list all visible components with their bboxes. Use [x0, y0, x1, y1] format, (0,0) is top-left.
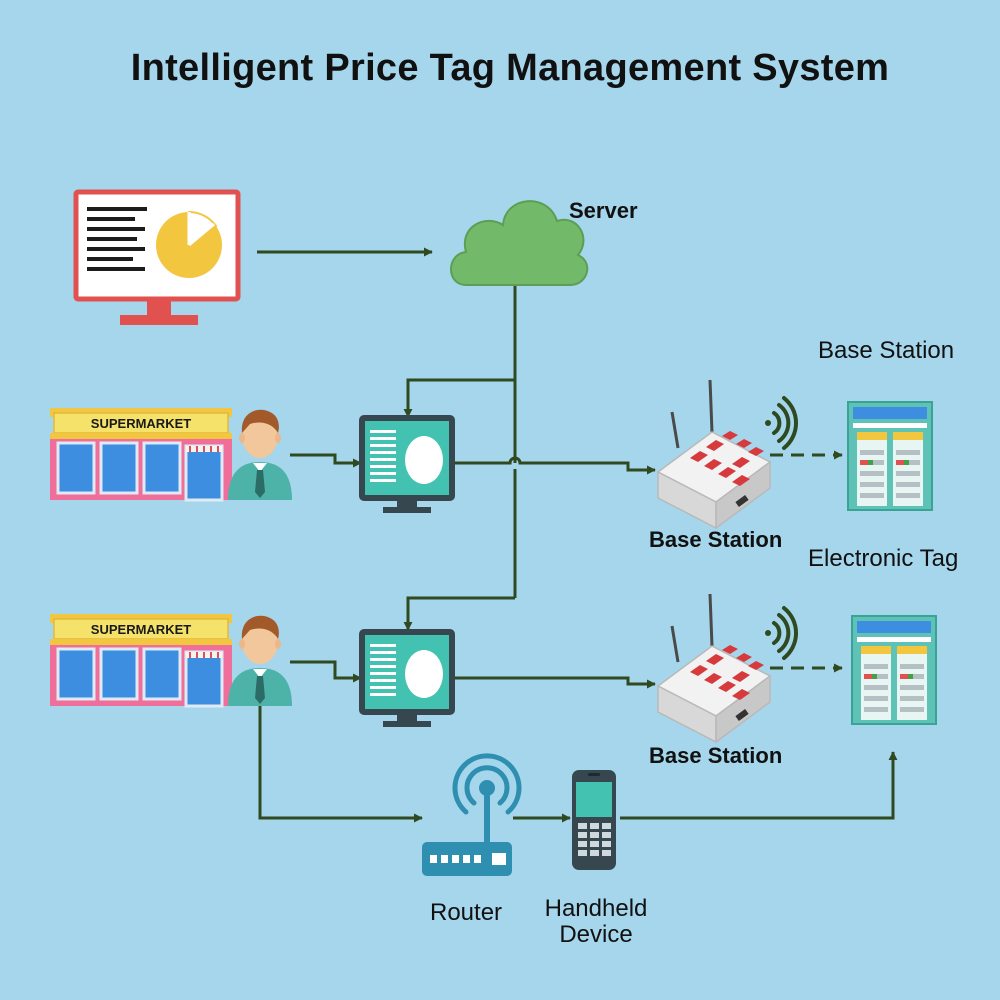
base-station-label-2: Base Station: [649, 743, 783, 768]
employee-avatar-1: [228, 409, 292, 500]
connectors: [257, 247, 898, 823]
connector-staff-1-to-terminal-1: [290, 453, 362, 468]
electronic-tag-icon-1: [847, 401, 933, 511]
wireless-signal-icon-2: [765, 606, 798, 660]
page-title: Intelligent Price Tag Management System: [130, 47, 890, 89]
store-sign-1: SUPERMARKET: [91, 416, 191, 431]
base-station-router-2: [656, 593, 772, 744]
store-terminal-monitor-1: [359, 415, 455, 513]
base-station-router-1: [656, 379, 772, 530]
connector-terminal-1-to-base-1: [455, 456, 656, 475]
connector-server-to-terminal-1: [403, 378, 515, 418]
store-terminal-monitor-2: [359, 629, 455, 727]
supermarket-storefront-2: SUPERMARKET: [50, 614, 232, 708]
connector-staff-2-to-router: [258, 705, 423, 823]
connector-terminal-2-to-base-2: [455, 676, 656, 689]
connector-server-to-terminal-2: [403, 596, 515, 631]
router-label: Router: [430, 899, 503, 926]
connector-staff-2-to-terminal-2: [290, 660, 362, 683]
handheld-device-label: Handheld Device: [544, 895, 648, 949]
wifi-router-icon: [422, 753, 522, 876]
base-station-label-1: Base Station: [649, 527, 783, 552]
server-label: Server: [569, 198, 638, 223]
base-station-top-label: Base Station: [818, 337, 955, 364]
handheld-device-icon: [572, 770, 616, 870]
supermarket-storefront-1: SUPERMARKET: [50, 408, 232, 502]
electronic-tag-label: Electronic Tag: [808, 545, 959, 572]
employee-avatar-2: [228, 615, 292, 706]
wireless-signal-icon-1: [765, 396, 798, 450]
connector-handheld-to-tag-2: [620, 751, 898, 820]
server-cloud-icon: [450, 200, 589, 286]
electronic-tag-icon-2: [851, 615, 937, 725]
admin-monitor-icon: [73, 189, 241, 325]
store-sign-2: SUPERMARKET: [91, 622, 191, 637]
